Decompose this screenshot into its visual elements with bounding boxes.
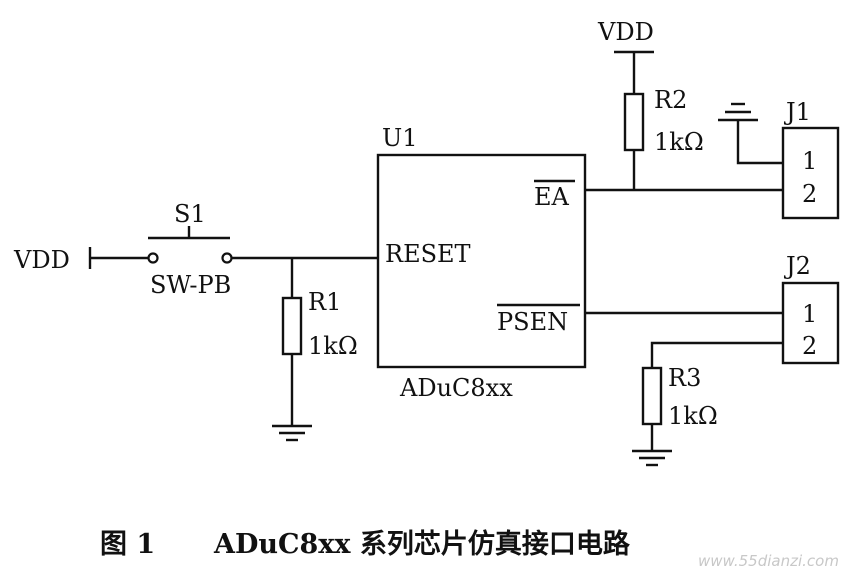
j2-pin1: 1 <box>802 300 817 328</box>
r3-label: R3 <box>668 364 701 392</box>
resistor-r2 <box>623 92 645 152</box>
connector-j1 <box>781 126 840 220</box>
connector-j2 <box>781 281 840 365</box>
vdd-left-label: VDD <box>13 246 70 274</box>
j2-pin2: 2 <box>802 332 817 360</box>
j1-pin2: 2 <box>802 180 817 208</box>
caption-title: ADuC8xx 系列芯片仿真接口电路 <box>213 528 631 560</box>
r2-label: R2 <box>654 86 687 114</box>
r3-value: 1kΩ <box>668 402 718 430</box>
resistor-r1 <box>281 296 303 356</box>
psen-pin-label: PSEN <box>497 308 568 336</box>
j1-label: J1 <box>783 98 811 126</box>
sw-label: SW-PB <box>150 271 231 299</box>
vdd-top-label: VDD <box>597 18 654 46</box>
ea-pin-label: EA <box>534 183 570 211</box>
wire-ground-j1 <box>736 120 783 165</box>
r2-value: 1kΩ <box>654 128 704 156</box>
s1-label: S1 <box>174 200 206 228</box>
u1-label: U1 <box>382 124 418 152</box>
chip-u1 <box>376 153 587 369</box>
r1-label: R1 <box>308 288 341 316</box>
chip-name: ADuC8xx <box>399 374 513 402</box>
r1-value: 1kΩ <box>308 332 358 360</box>
switch-contact-left <box>147 252 159 264</box>
j2-label: J2 <box>783 252 811 280</box>
caption-number: 图 1 <box>100 529 155 560</box>
switch-contact-right <box>221 252 233 264</box>
resistor-r3 <box>641 366 663 426</box>
j1-pin1: 1 <box>802 147 817 175</box>
watermark: www.55dianzi.com <box>698 552 839 570</box>
wire-j2-r3 <box>650 341 783 368</box>
reset-pin-label: RESET <box>385 240 471 268</box>
